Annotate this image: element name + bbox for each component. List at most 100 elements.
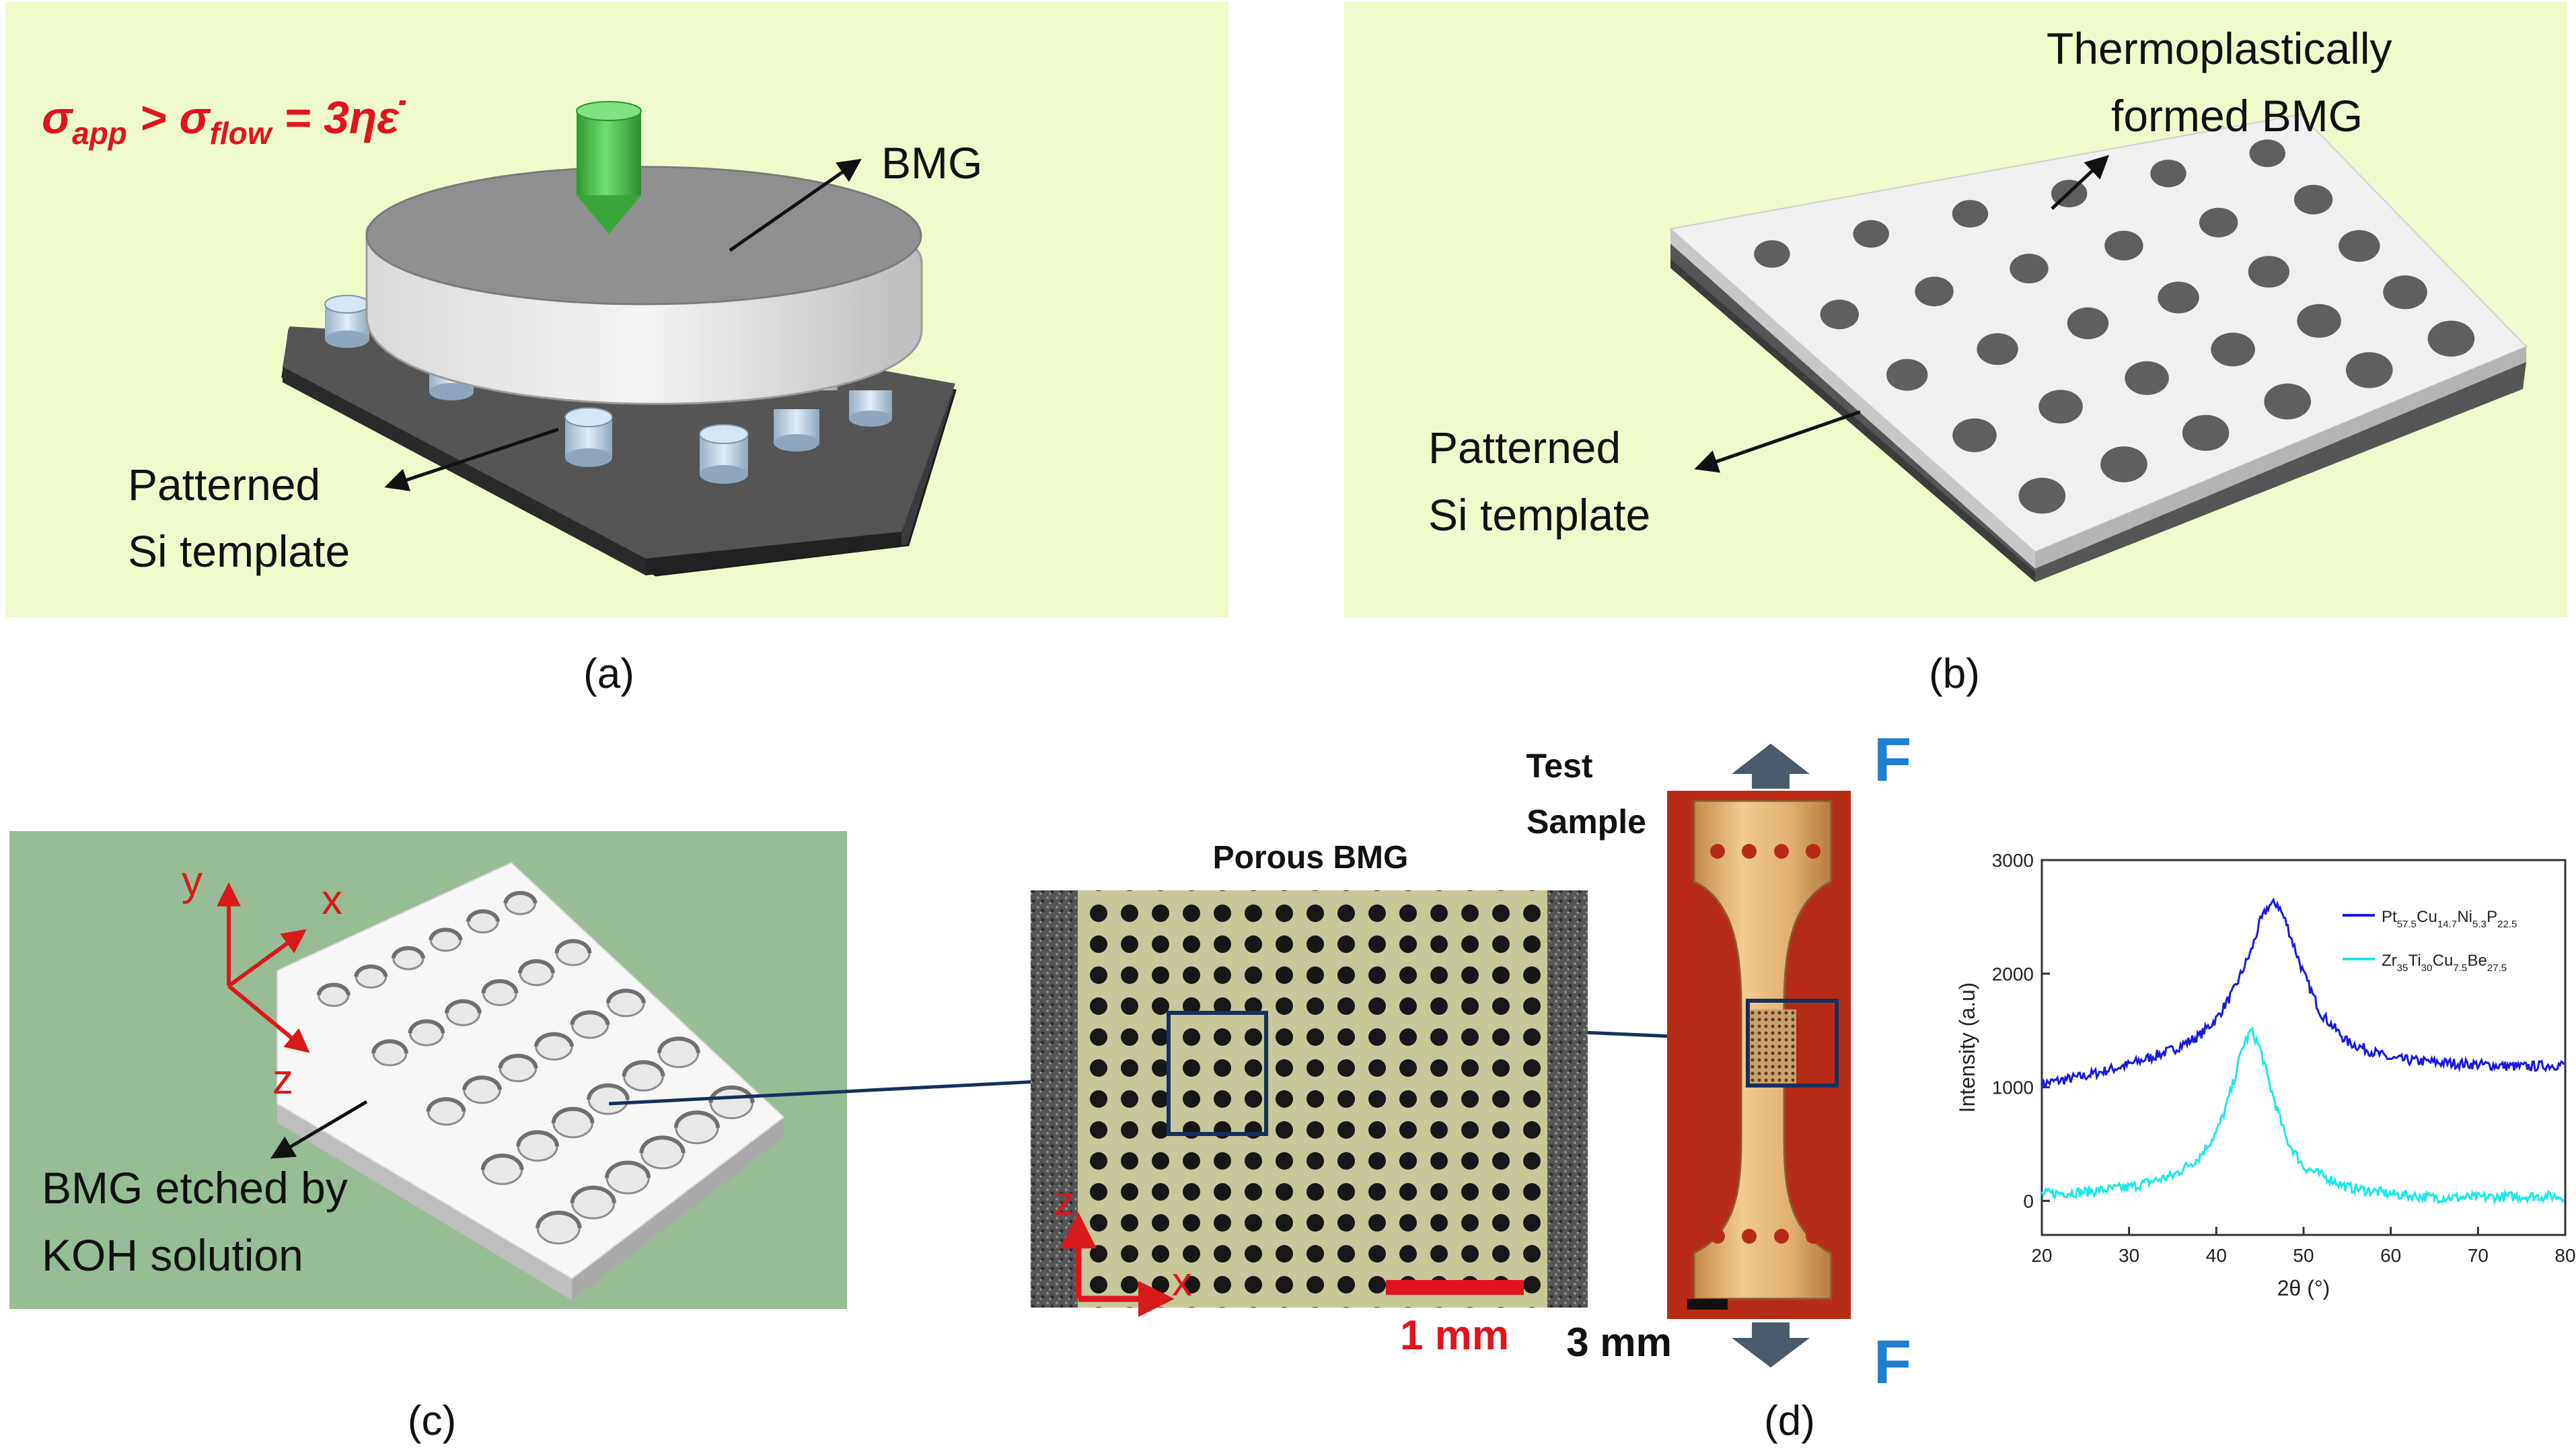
arrow-etched [270, 1100, 368, 1159]
sample-title-line2: Sample [1526, 803, 1646, 841]
plate-hole [2248, 256, 2290, 288]
plate-hole [1886, 359, 1928, 391]
force-top-label: F [1874, 725, 1911, 794]
plate-hole [2158, 281, 2199, 314]
etched-hole [408, 1019, 445, 1046]
etched-hole [516, 1130, 559, 1162]
plate-hole [2199, 207, 2238, 238]
bmg-disk [365, 166, 923, 405]
etched-hole [316, 983, 351, 1007]
etched-hole [554, 939, 592, 966]
force-bottom-label: F [1874, 1328, 1911, 1396]
y-tick-label: 1000 [1992, 1077, 2034, 1098]
specimen-porous-region [1749, 1009, 1796, 1084]
specimen-zoom-box [1746, 999, 1839, 1088]
x-tick-label: 30 [2119, 1245, 2139, 1266]
arrow-template [384, 427, 559, 491]
plate-hole [2182, 415, 2230, 451]
etched-hole [587, 1083, 630, 1115]
etched-label-line2: KOH solution [42, 1230, 303, 1280]
caption-d: (d) [1764, 1398, 1815, 1444]
etched-hole [391, 946, 425, 970]
etched-hole [518, 959, 555, 987]
x-tick-label: 60 [2380, 1245, 2401, 1266]
bmg-plate-side [1670, 229, 2035, 569]
caption-a: (a) [583, 651, 634, 697]
etched-hole [503, 890, 538, 915]
plate-hole [2211, 332, 2255, 367]
sample-title-line1: Test [1526, 747, 1592, 785]
micrograph-title: Porous BMG [1213, 840, 1409, 876]
y-tick-label: 0 [2023, 1191, 2034, 1211]
micrograph-z-label: z [1054, 1178, 1074, 1223]
bmg-plate-side-right [2035, 347, 2526, 569]
template-side-b [1670, 259, 2035, 582]
x-tick-label: 70 [2468, 1245, 2489, 1266]
etched-hole [533, 1032, 575, 1061]
punch-icon [576, 101, 642, 234]
x-tick-label: 80 [2554, 1245, 2575, 1266]
micrograph-zoom-box [1167, 1011, 1268, 1136]
chart-plot-area [2040, 859, 2567, 1236]
x-tick-label: 50 [2293, 1245, 2314, 1266]
axis-triad [217, 882, 310, 1053]
etched-label-line1: BMG etched by [42, 1163, 348, 1213]
label-template-line1: Patterned [128, 460, 320, 509]
plate-hole [2067, 307, 2109, 339]
micrograph-left-edge [1031, 890, 1078, 1308]
sample-scale-label: 3 mm [1566, 1320, 1672, 1365]
force-arrow-up-icon [1732, 744, 1810, 789]
plate-hole [2150, 159, 2186, 188]
plate-hole [2383, 275, 2427, 310]
sample-scale-bar [1687, 1299, 1728, 1310]
etched-hole [570, 1010, 610, 1039]
y-tick-label: 2000 [1992, 964, 2034, 985]
etched-hole [570, 1185, 616, 1219]
si-template-side [283, 367, 646, 575]
y-tick-label: 3000 [1992, 850, 2034, 871]
micrograph-hole-array [1078, 890, 1547, 1308]
etched-hole [466, 909, 501, 934]
label-bmg: BMG [881, 138, 982, 188]
eq-sigma-app: σ [42, 92, 74, 143]
plate-hole [2125, 361, 2169, 395]
micrograph-scale-bar [1386, 1280, 1524, 1295]
plate-hole [1754, 240, 1790, 268]
plate-hole [2293, 184, 2333, 215]
flow-equation: σapp > σflow = 3ηε̇ [42, 92, 406, 151]
etched-hole [605, 1160, 651, 1195]
eq-greater: > σ [127, 92, 211, 143]
etched-hole [673, 1110, 721, 1145]
arrow-formed-bmg [2051, 155, 2110, 210]
plate-hole [1977, 333, 2018, 365]
plate-hole [2018, 477, 2066, 514]
force-arrow-down-icon [1732, 1322, 1810, 1368]
etched-hole [657, 1036, 700, 1069]
caption-c: (c) [408, 1398, 456, 1444]
axis-y-label: y [182, 858, 203, 904]
panel-a: σapp > σflow = 3ηε̇ BMG Patterned Si tem… [5, 1, 1228, 697]
arrow-template-b [1694, 410, 1861, 473]
plate-hole [2100, 446, 2147, 483]
etched-hole [498, 1053, 538, 1083]
etched-hole [481, 979, 519, 1006]
plate-hole [1915, 277, 1954, 307]
specimen-pin-holes [1710, 844, 1820, 1244]
x-tick-label: 40 [2206, 1245, 2227, 1266]
plate-hole [1853, 220, 1889, 248]
etched-hole [371, 1039, 408, 1067]
plate-hole [2104, 230, 2143, 260]
template-pillars [324, 295, 892, 484]
plate-hole [2297, 304, 2341, 338]
axis-x-label: x [322, 877, 342, 923]
plate-hole [2249, 139, 2285, 168]
plate-hole [1952, 200, 1989, 228]
series-line-1 [2040, 897, 2565, 1090]
axis-z-label: z [272, 1057, 293, 1103]
etched-hole [480, 1154, 524, 1185]
eq-sub-app: app [72, 116, 127, 151]
plate-hole [2339, 229, 2380, 262]
label-template-line2: Si template [128, 526, 350, 576]
x-axis-label: 2θ (°) [2277, 1276, 2330, 1300]
